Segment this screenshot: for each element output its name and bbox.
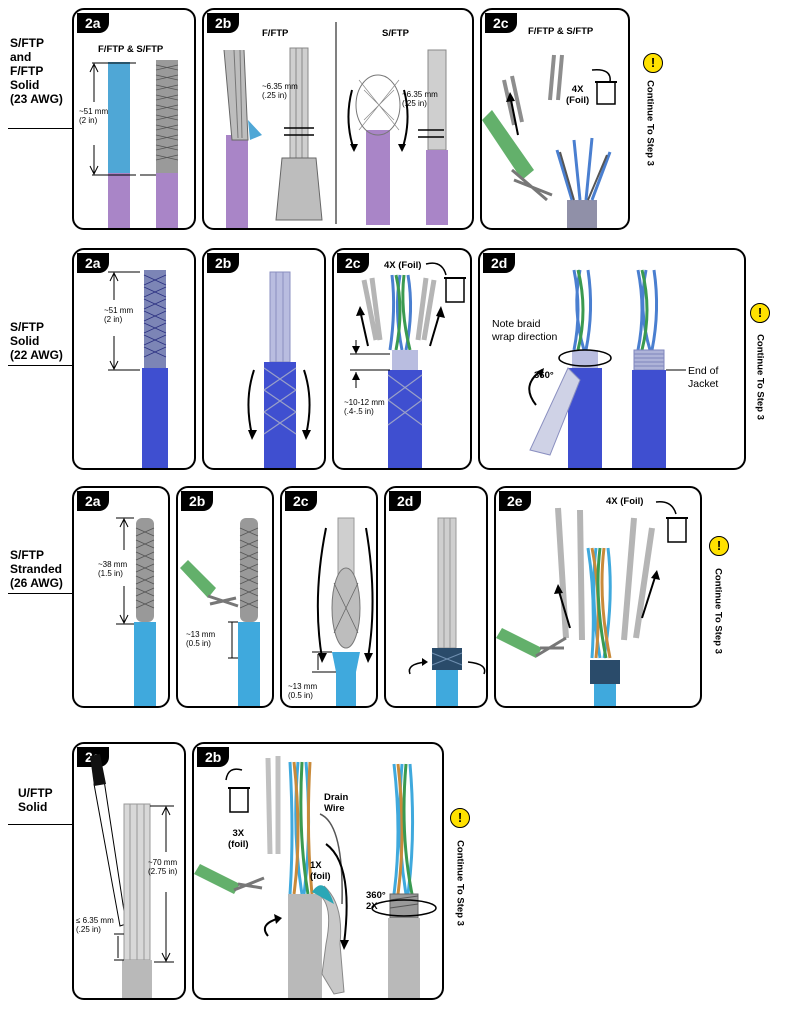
strip-length-label: ~51 mm (2 in) bbox=[79, 107, 109, 125]
braid-wrap-illustration bbox=[408, 517, 486, 706]
foil-removal-illustration bbox=[194, 756, 437, 998]
fftp-heading: F/FTP bbox=[262, 28, 289, 39]
row-divider bbox=[8, 365, 72, 366]
rotation-label: 360° 2X bbox=[366, 890, 386, 912]
foil-count-1x-label: 1X (foil) bbox=[310, 860, 331, 882]
step-panel-2b: 2b 3X (foil) Drain Wire 1X (foil) 360° 2… bbox=[192, 742, 444, 1000]
step-tag: 2a bbox=[77, 253, 109, 273]
continue-to-step-3-label: Continue To Step 3 bbox=[644, 80, 656, 166]
continue-to-step-3-label: Continue To Step 3 bbox=[454, 840, 466, 926]
foil-fold-back-illustration bbox=[223, 22, 448, 228]
step-panel-2c: 2c 4X (Foil) ~10-12 mm (.4-.5 in) bbox=[332, 248, 472, 470]
step-tag: 2c bbox=[485, 13, 517, 33]
gap-length-label: ≤ 6.35 mm (.25 in) bbox=[76, 916, 114, 934]
foil-count-3x-label: 3X (foil) bbox=[228, 828, 249, 850]
cable-type-header: F/FTP & S/FTP bbox=[98, 44, 164, 55]
cable-type-header: F/FTP & S/FTP bbox=[528, 26, 594, 37]
warning-icon: ! bbox=[750, 303, 770, 323]
step-tag: 2d bbox=[483, 253, 516, 273]
foil-removal-illustration bbox=[350, 262, 466, 468]
step-tag: 2a bbox=[77, 491, 109, 511]
step-panel-2e: 2e 4X (Foil) bbox=[494, 486, 702, 708]
sftp-heading: S/FTP bbox=[382, 28, 409, 39]
step-tag: 2b bbox=[181, 491, 214, 511]
strip-length-illustration bbox=[116, 517, 156, 706]
strip-length-illustration bbox=[90, 754, 174, 998]
step-tag: 2c bbox=[337, 253, 369, 273]
braid-cut-illustration bbox=[180, 518, 260, 706]
step-panel-2d: 2d Note braid wrap direction 360° End of… bbox=[478, 248, 746, 470]
step-panel-2a: 2a ~70 mm (2.75 in) ≤ 6.35 mm (.25 in) bbox=[72, 742, 186, 1000]
braid-wrap-illustration bbox=[528, 269, 686, 468]
foil-count-label: 4X (Foil) bbox=[566, 84, 590, 106]
fold-length-label: ~13 mm (0.5 in) bbox=[288, 682, 318, 700]
fftp-gap-label: ~6.35 mm (.25 in) bbox=[262, 82, 298, 100]
cut-length-label: ~13 mm (0.5 in) bbox=[186, 630, 216, 648]
step-panel-2a: 2a ~38 mm (1.5 in) bbox=[72, 486, 170, 708]
warning-icon: ! bbox=[450, 808, 470, 828]
step-tag: 2a bbox=[77, 13, 109, 33]
row-divider bbox=[8, 128, 72, 129]
row-divider bbox=[8, 593, 72, 594]
step-panel-2c: 2c ~13 mm (0.5 in) bbox=[280, 486, 378, 708]
row-label-sftp-fftp-solid-23awg: S/FTP and F/FTP Solid (23 AWG) bbox=[10, 36, 63, 106]
braid-fold-back-illustration bbox=[312, 517, 374, 706]
row-divider bbox=[8, 824, 72, 825]
step-panel-2b: 2b F/FTP S/FTP ~6.35 mm (.25 in) ~6.35 m… bbox=[202, 8, 474, 230]
braid-direction-note: Note braid wrap direction bbox=[492, 318, 558, 343]
warning-icon: ! bbox=[709, 536, 729, 556]
continue-to-step-3-label: Continue To Step 3 bbox=[754, 334, 766, 420]
warning-icon: ! bbox=[643, 53, 663, 73]
strip-length-illustration bbox=[108, 270, 168, 468]
strip-length-label: ~51 mm (2 in) bbox=[104, 306, 134, 324]
step-panel-2b: 2b ~13 mm (0.5 in) bbox=[176, 486, 274, 708]
drain-wire-label: Drain Wire bbox=[324, 792, 349, 814]
rotation-degrees-label: 360° bbox=[534, 370, 554, 381]
step-panel-2b: 2b bbox=[202, 248, 326, 470]
step-tag: 2b bbox=[207, 253, 240, 273]
strip-length-illustration bbox=[89, 60, 179, 228]
foil-count-label: 4X (Foil) bbox=[384, 260, 422, 271]
step-tag: 2d bbox=[389, 491, 422, 511]
step-panel-2d: 2d bbox=[384, 486, 488, 708]
foil-removal-illustration bbox=[482, 54, 617, 228]
end-of-jacket-label: End of Jacket bbox=[688, 365, 719, 390]
step-panel-2a: 2a ~51 mm (2 in) bbox=[72, 248, 196, 470]
row-label-uftp-solid: U/FTP Solid bbox=[18, 786, 53, 814]
foil-removal-illustration bbox=[496, 501, 688, 706]
twist-length-label: ~10-12 mm (.4-.5 in) bbox=[344, 398, 385, 416]
step-panel-2c: 2c F/FTP & S/FTP 4X (Foil) bbox=[480, 8, 630, 230]
step-tag: 2b bbox=[197, 747, 230, 767]
step-tag: 2c bbox=[285, 491, 317, 511]
foil-count-label: 4X (Foil) bbox=[606, 496, 644, 507]
step-tag: 2b bbox=[207, 13, 240, 33]
step-panel-2a: 2a F/FTP & S/FTP ~51 mm (2 in) bbox=[72, 8, 196, 230]
sftp-gap-label: ~6.35 mm (.25 in) bbox=[402, 90, 438, 108]
braid-fold-back-illustration bbox=[247, 271, 311, 468]
continue-to-step-3-label: Continue To Step 3 bbox=[712, 568, 724, 654]
step-tag: 2e bbox=[499, 491, 531, 511]
row-label-sftp-solid-22awg: S/FTP Solid (22 AWG) bbox=[10, 320, 63, 362]
row-label-sftp-stranded-26awg: S/FTP Stranded (26 AWG) bbox=[10, 548, 63, 590]
strip-length-label: ~38 mm (1.5 in) bbox=[98, 560, 128, 578]
strip-length-label: ~70 mm (2.75 in) bbox=[148, 858, 178, 876]
